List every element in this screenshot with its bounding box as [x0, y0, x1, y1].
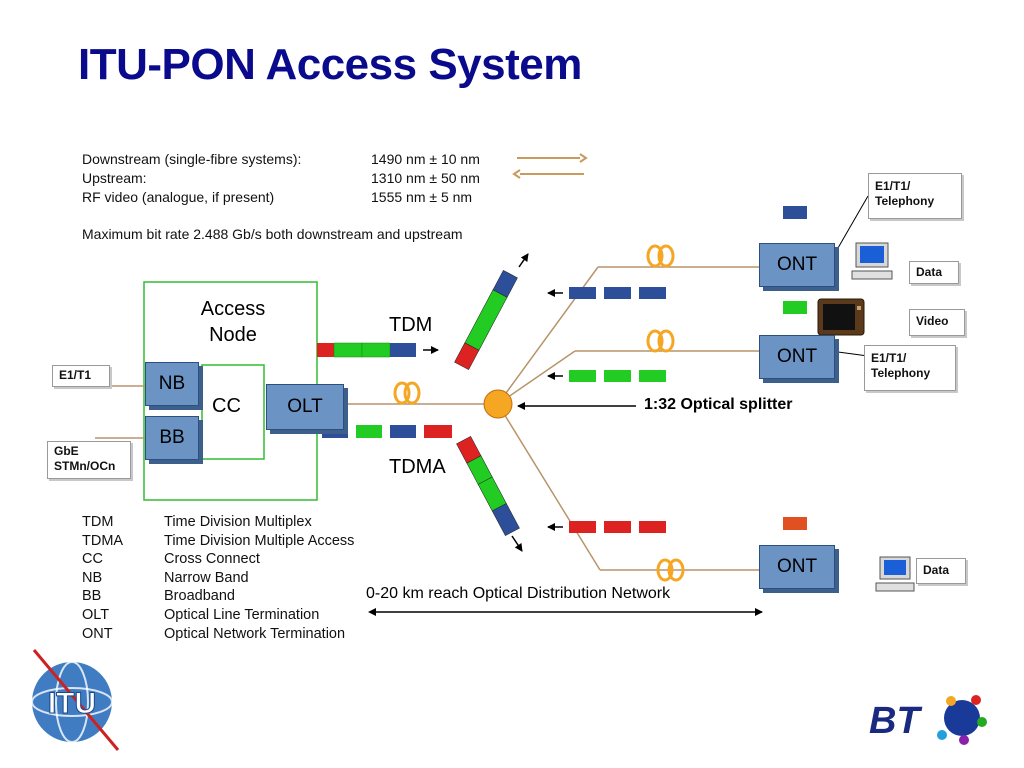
tdma-label: TDMA [389, 456, 446, 478]
glossary-abbr: CC [82, 551, 103, 568]
glossary-abbr: NB [82, 569, 103, 586]
access-node-title-line1: Access [200, 298, 266, 320]
upstream-cells-top [569, 287, 666, 299]
spec-rfvideo-label: RF video (analogue, if present) [82, 189, 275, 205]
bb-box: BB [145, 416, 199, 460]
gbe-input-label: GbE STMn/OCn [47, 441, 131, 479]
computer-icon-top [851, 242, 893, 280]
computer-icon-bottom [875, 556, 915, 592]
diagonal-bar-top [454, 269, 518, 371]
data-bottom-label: Data [916, 558, 966, 584]
spec-downstream-value: 1490 nm ± 10 nm [371, 151, 480, 167]
video-label: Video [909, 309, 965, 336]
svg-text:BT: BT [869, 700, 922, 742]
spec-upstream-label: Upstream: [82, 170, 147, 186]
gbe-line2: STMn/OCn [54, 459, 116, 473]
ont-bottom: ONT [759, 545, 835, 589]
glossary-abbr: OLT [82, 606, 110, 623]
diagonal-bar-bottom [456, 435, 520, 537]
ont-top: ONT [759, 243, 835, 287]
bitrate-note: Maximum bit rate 2.488 Gb/s both downstr… [82, 226, 463, 242]
tdma-frame [322, 425, 452, 438]
page-title: ITU-PON Access System [78, 40, 582, 89]
upstream-cells-bottom [569, 521, 666, 533]
cc-label: CC [212, 395, 241, 417]
upstream-cells-middle [569, 370, 666, 382]
glossary-desc: Time Division Multiplex [164, 514, 312, 530]
glossary-abbr: ONT [82, 625, 113, 642]
glossary-desc: Broadband [164, 588, 235, 605]
gbe-line1: GbE [54, 444, 79, 458]
telephony-middle-line2: Telephony [871, 366, 931, 380]
spec-downstream-label: Downstream (single-fibre systems): [82, 151, 302, 167]
cc-frame [201, 364, 265, 460]
ont-top-marker [783, 206, 807, 219]
access-node-title: Access Node [180, 296, 286, 348]
fibre-coil-middle [646, 329, 675, 353]
telephony-top-line1: E1/T1/ [875, 179, 911, 193]
fibre-coil-bottom [656, 558, 685, 582]
ont-bottom-marker [783, 517, 807, 530]
glossary-abbr: TDM [82, 514, 114, 530]
telephony-top-line2: Telephony [875, 194, 935, 208]
tdm-label: TDM [389, 314, 433, 336]
spec-rfvideo-value: 1555 nm ± 5 nm [371, 189, 473, 205]
optical-splitter [483, 389, 513, 419]
nb-box: NB [145, 362, 199, 406]
glossary-desc: Optical Line Termination [164, 606, 320, 623]
tdm-frame [317, 342, 416, 358]
access-node-title-line2: Node [209, 324, 257, 346]
e1t1-input-label: E1/T1 [52, 365, 110, 387]
glossary: TDM Time Division Multiplex TDMA Time Divi… [82, 513, 354, 643]
ont-middle: ONT [759, 335, 835, 379]
svg-text:ITU: ITU [48, 687, 96, 720]
tv-icon [817, 298, 865, 336]
ont-middle-marker [783, 301, 807, 314]
telephony-middle-line1: E1/T1/ [871, 351, 907, 365]
splitter-label: 1:32 Optical splitter [644, 396, 793, 413]
fibre-coil-feeder [393, 381, 421, 405]
telephony-top-label: E1/T1/ Telephony [868, 173, 962, 219]
glossary-abbr: BB [82, 588, 102, 605]
fibre-coil-top [646, 244, 675, 268]
upstream-arrow [512, 169, 584, 179]
data-top-label: Data [909, 261, 959, 284]
glossary-desc: Time Division Multiple Access [164, 532, 355, 549]
reach-label: 0-20 km reach Optical Distribution Netwo… [366, 585, 671, 602]
olt-box: OLT [266, 384, 344, 430]
telephony-middle-label: E1/T1/ Telephony [864, 345, 956, 391]
glossary-desc: Cross Connect [164, 551, 260, 568]
glossary-desc: Narrow Band [164, 569, 249, 586]
spec-upstream-value: 1310 nm ± 50 nm [371, 170, 480, 186]
glossary-desc: Optical Network Termination [164, 625, 346, 642]
itu-logo: ITU [31, 649, 120, 751]
downstream-arrow [517, 153, 588, 163]
bt-logo: BT [869, 695, 987, 745]
glossary-abbr: TDMA [82, 532, 124, 549]
